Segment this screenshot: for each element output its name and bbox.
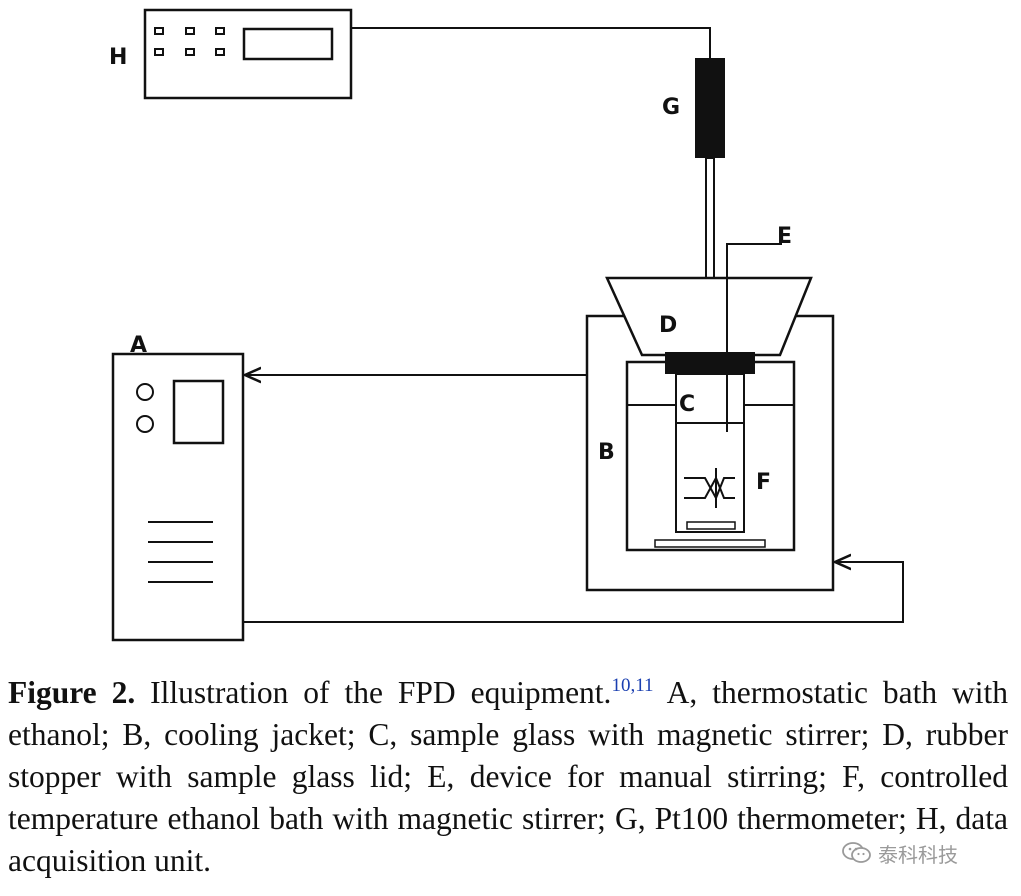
label-d: D	[659, 313, 677, 338]
label-e: E	[777, 224, 792, 249]
thermostatic-bath	[111, 352, 245, 642]
figure-caption: Figure 2. Illustration of the FPD equipm…	[8, 672, 1008, 882]
manual-stirring-device	[684, 243, 782, 508]
label-b: B	[598, 440, 615, 465]
thermometer-cable	[351, 27, 711, 58]
magnetic-stirrer-plate	[654, 539, 766, 548]
caption-title: Illustration of the FPD equipment.	[150, 675, 612, 710]
wechat-icon	[842, 842, 871, 863]
label-f: F	[756, 470, 771, 495]
sample-glass	[675, 373, 745, 533]
watermark-text: 泰科科技	[878, 842, 958, 867]
reference-superscript[interactable]: 10,11	[611, 675, 654, 696]
label-h: H	[109, 45, 127, 70]
watermark: 泰科科技	[838, 838, 962, 868]
supply-line	[243, 562, 904, 623]
label-c: C	[679, 392, 695, 417]
label-g: G	[662, 95, 680, 120]
rubber-stopper-lid	[605, 276, 813, 374]
label-a: A	[130, 333, 147, 358]
figure-label: Figure 2.	[8, 675, 136, 710]
data-acquisition-unit	[143, 8, 353, 100]
caption-text: A, thermostatic bath with ethanol; B, co…	[8, 675, 1009, 878]
fpd-equipment-diagram: H G B D C E F	[109, 8, 904, 642]
